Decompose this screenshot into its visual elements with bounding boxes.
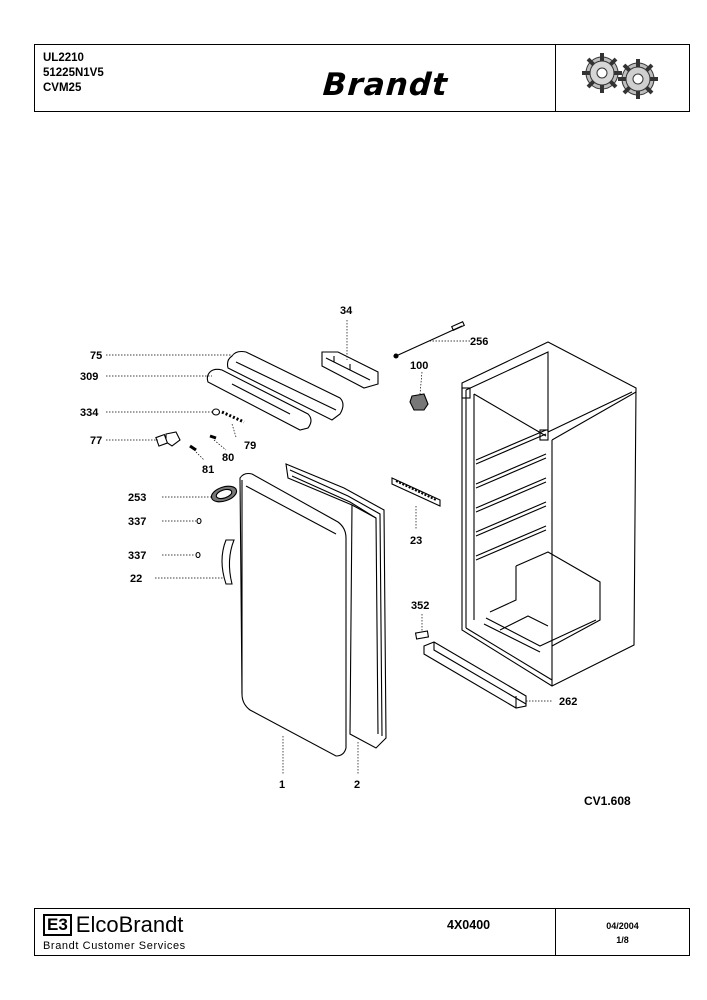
sensor-cable xyxy=(393,321,466,359)
date-page-cell: 04/2004 1/8 xyxy=(555,909,689,955)
customer-services-label: Brandt Customer Services xyxy=(43,940,186,952)
door-gasket xyxy=(285,463,387,749)
leader-lines xyxy=(106,320,552,775)
diagram-reference: CV1.608 xyxy=(584,794,631,808)
part-label: 334 xyxy=(80,407,99,419)
model-list: UL2210 51225N1V5 CVM25 xyxy=(43,51,104,96)
part-label: 309 xyxy=(80,371,98,383)
gears-icon xyxy=(582,53,658,99)
small-fittings xyxy=(155,408,245,452)
bottom-rail xyxy=(423,641,527,709)
thermostat-housing xyxy=(321,351,379,389)
model-code: CVM25 xyxy=(43,82,82,94)
page-number: 1/8 xyxy=(616,935,629,945)
part-label: 337 xyxy=(128,550,146,562)
part-label: 256 xyxy=(470,336,488,348)
handle-insert xyxy=(210,485,238,503)
refrigerator-door xyxy=(239,472,347,757)
part-label: 75 xyxy=(90,350,102,362)
part-label: 1 xyxy=(279,779,285,791)
door-handle xyxy=(221,539,235,585)
document-number: 4X0400 xyxy=(447,918,491,932)
document-date: 04/2004 xyxy=(606,921,639,931)
foot-pad xyxy=(414,630,430,640)
company-name: ElcoBrandt xyxy=(75,912,184,937)
part-label: 81 xyxy=(202,464,214,476)
screws xyxy=(195,517,202,559)
control-panel-trim xyxy=(206,368,312,431)
part-label: 352 xyxy=(411,600,429,612)
model-code: UL2210 xyxy=(43,52,84,64)
header-box: UL2210 51225N1V5 CVM25 Brandt xyxy=(34,44,690,112)
part-label: 22 xyxy=(130,573,142,585)
defrost-heater xyxy=(391,477,441,507)
gear-icon xyxy=(618,59,658,99)
part-label: 77 xyxy=(90,435,102,447)
part-label: 80 xyxy=(222,452,234,464)
part-label: 23 xyxy=(410,535,422,547)
gear-icon xyxy=(582,53,622,93)
part-label: 100 xyxy=(410,360,428,372)
part-labels: 75 309 334 77 34 256 100 79 80 81 253 33… xyxy=(80,305,577,791)
part-label: 262 xyxy=(559,696,577,708)
exploded-parts-diagram: 75 309 334 77 34 256 100 79 80 81 253 33… xyxy=(80,305,637,791)
part-label: 337 xyxy=(128,516,146,528)
cabinet-body xyxy=(461,341,637,687)
gears-logo-cell xyxy=(555,45,689,111)
part-label: 34 xyxy=(340,305,353,317)
part-label: 2 xyxy=(354,779,360,791)
model-code: 51225N1V5 xyxy=(43,67,104,79)
brand-logo: Brandt xyxy=(321,67,450,103)
control-panel-cover xyxy=(226,350,344,421)
elcobrandt-mark: E3 xyxy=(43,914,72,936)
part-label: 79 xyxy=(244,440,256,452)
part-label: 253 xyxy=(128,492,146,504)
light-switch xyxy=(409,393,429,411)
